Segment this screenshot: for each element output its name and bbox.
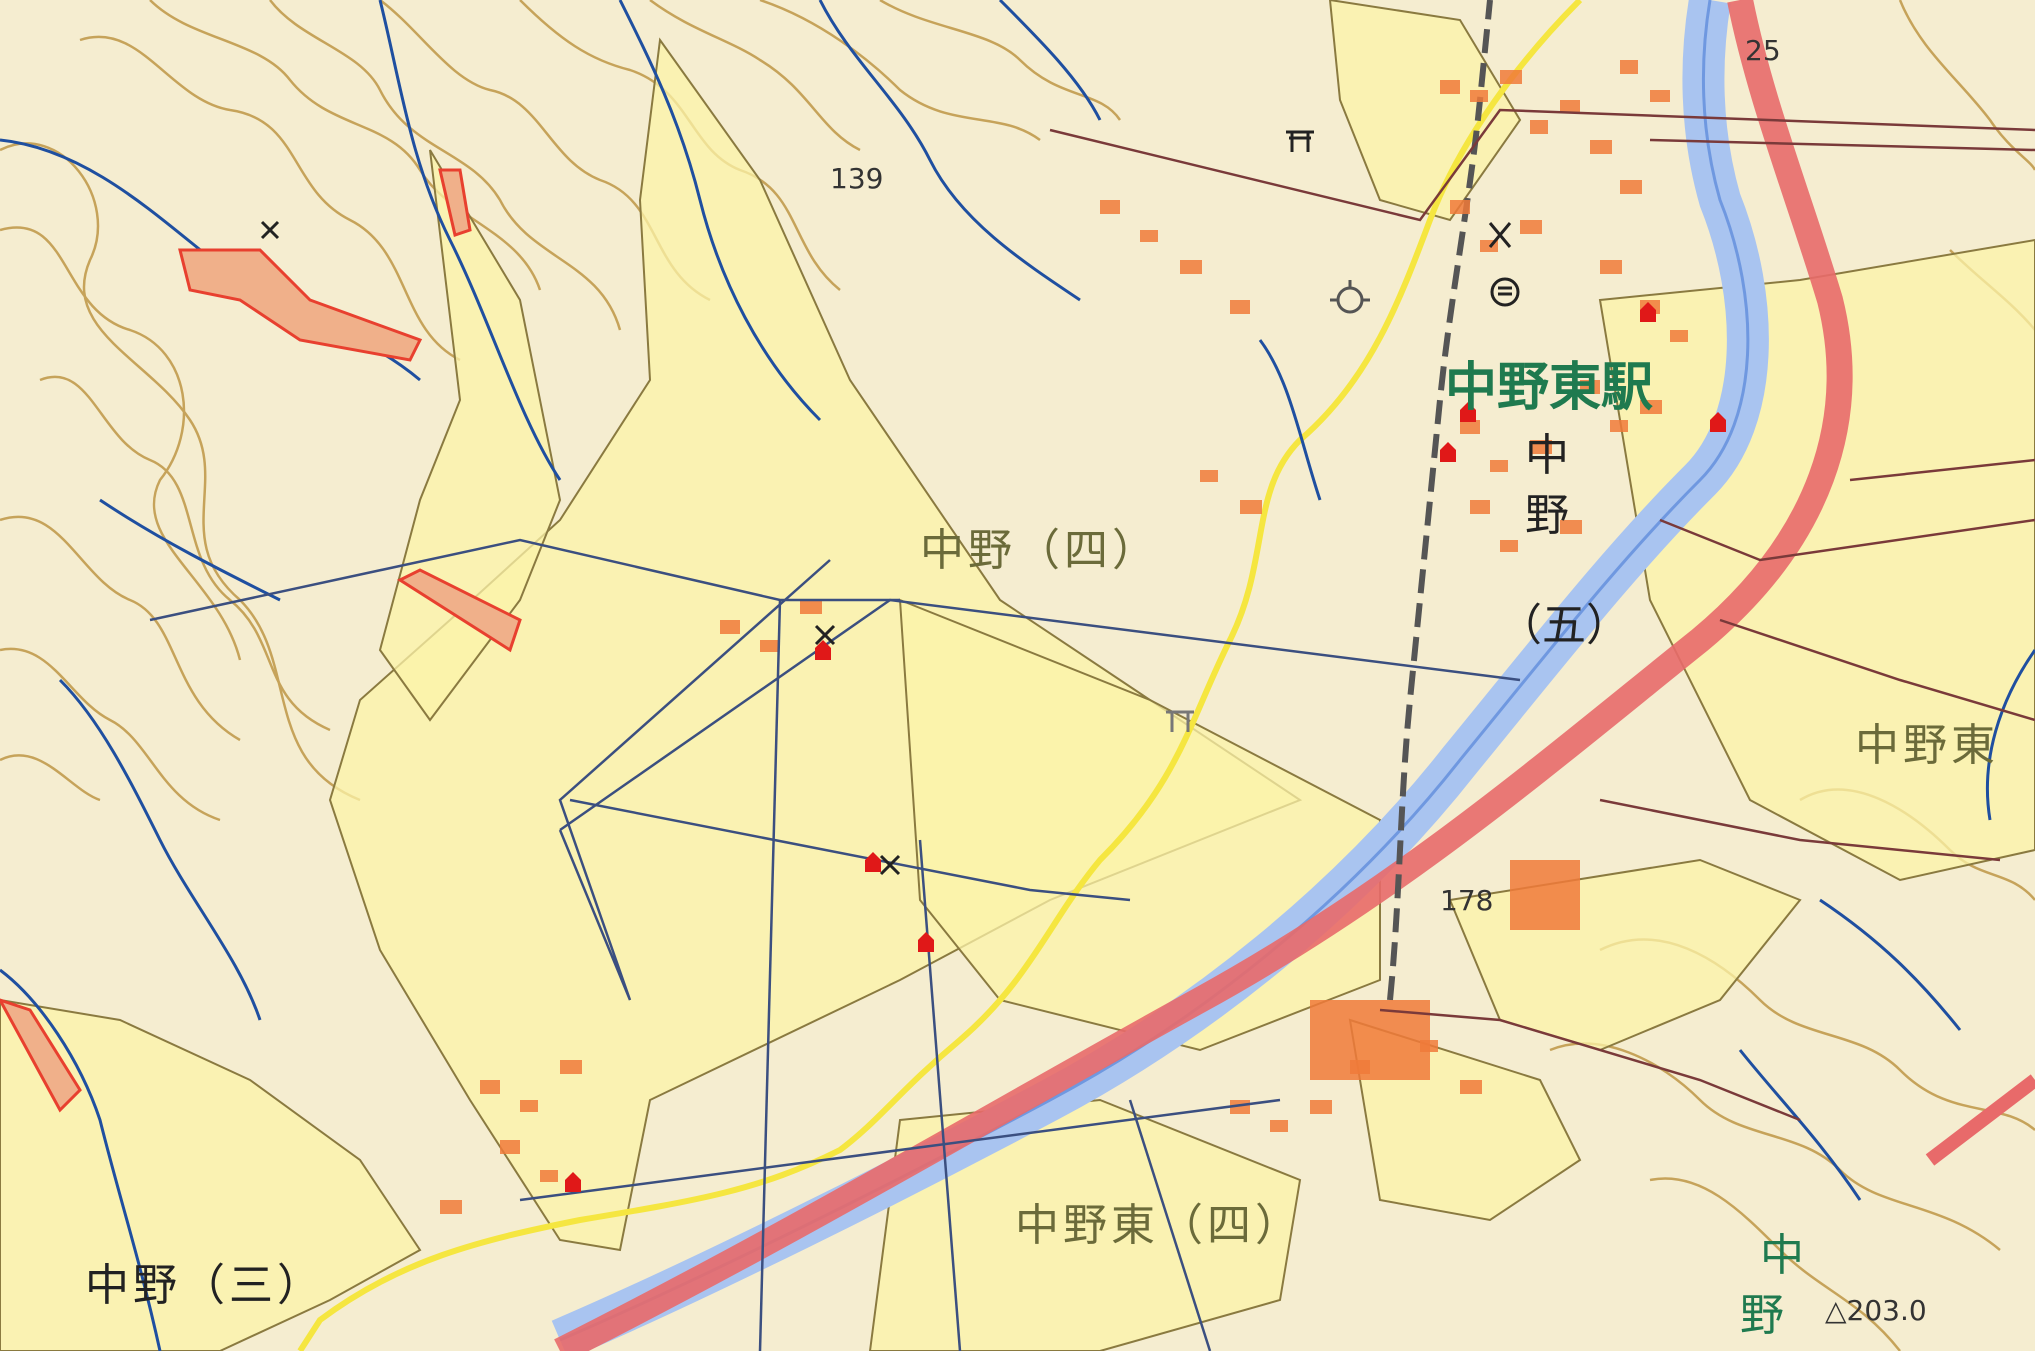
hospital-icon-7[interactable] <box>918 932 934 952</box>
hazard-lines <box>149 538 1521 1351</box>
police-box-icon[interactable] <box>879 854 901 876</box>
shrine-icon-2[interactable] <box>1166 710 1194 732</box>
label-nakano-4: 中野（四） <box>920 525 1160 576</box>
factory-icon[interactable] <box>1330 280 1370 314</box>
school-icon[interactable] <box>1488 222 1512 248</box>
main-road <box>297 0 1583 1351</box>
highway <box>554 0 1853 1351</box>
elevation-139: 139 <box>830 162 883 195</box>
hospital-icon-6[interactable] <box>865 852 881 872</box>
label-river-line1: 中 <box>1760 1230 1804 1281</box>
boundary-lines <box>1049 108 2035 1122</box>
label-nakano-3: 中野（三） <box>85 1260 325 1311</box>
hospital-icon[interactable] <box>1640 302 1656 322</box>
temple-icon[interactable] <box>260 220 280 240</box>
triangulation-point: △203.0 <box>1825 1294 1927 1327</box>
elevation-178: 178 <box>1440 884 1493 917</box>
shrine-icon[interactable] <box>1286 130 1314 152</box>
facility-icons <box>565 302 1726 1192</box>
label-nakano-5-line1: 中 <box>1525 430 1569 481</box>
hospital-icon-2[interactable] <box>1710 412 1726 432</box>
buildings <box>440 60 1688 1214</box>
label-river-line2: 野 <box>1740 1290 1784 1341</box>
railway <box>1387 0 1493 1001</box>
label-nakanohigashi: 中野東 <box>1855 720 1999 771</box>
post-office-icon[interactable] <box>1490 277 1520 307</box>
highway-branch <box>1925 1074 2035 1166</box>
hospital-icon-3[interactable] <box>1460 402 1476 422</box>
label-nakano-5-line3: （五） <box>1498 600 1630 651</box>
label-nakanohigashi-4: 中野東（四） <box>1015 1200 1303 1251</box>
map-symbols <box>260 130 1520 876</box>
label-station: 中野東駅 <box>1445 358 1653 418</box>
hospital-icon-5[interactable] <box>815 640 831 660</box>
steep-slope-areas <box>0 168 522 1113</box>
hospital-icon-4[interactable] <box>1440 442 1456 462</box>
label-nakano-5-line2: 野 <box>1525 490 1569 541</box>
hospital-icon-8[interactable] <box>565 1172 581 1192</box>
police-box-icon-2[interactable] <box>814 624 836 646</box>
elevation-25: 25 <box>1745 34 1781 67</box>
